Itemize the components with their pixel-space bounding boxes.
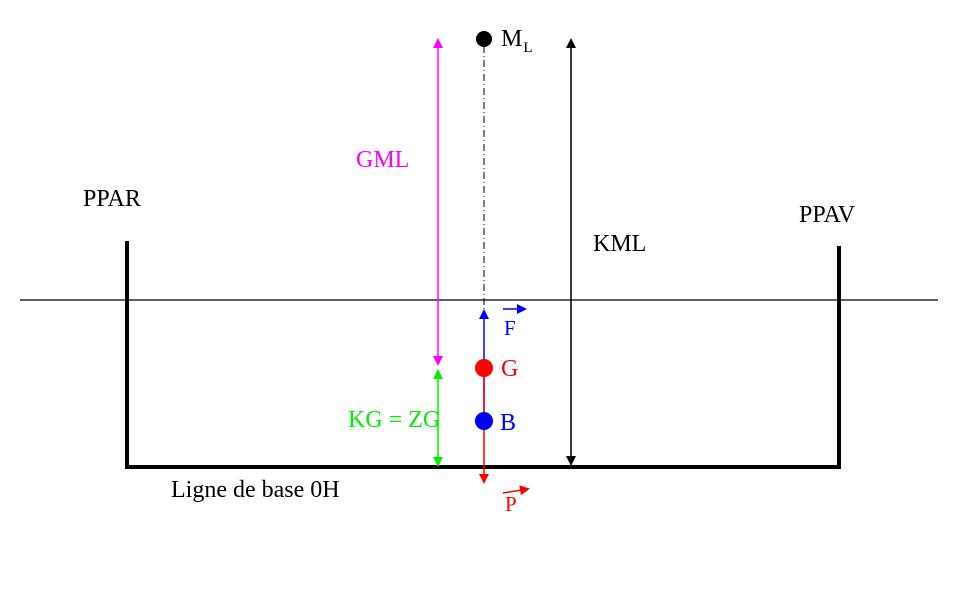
buoyancy-center-point <box>475 412 493 430</box>
gravity-center-point <box>475 359 493 377</box>
b-label: B <box>500 410 517 436</box>
kml-label: KML <box>593 231 647 257</box>
metacenter-label-sub: L <box>523 40 533 56</box>
ppar-label: PPAR <box>83 186 141 212</box>
hull-outline <box>125 241 841 469</box>
kg-label: KG = ZG <box>348 407 441 433</box>
metacenter-label: ML <box>501 26 533 56</box>
p-label: P <box>505 492 517 516</box>
ppav-label: PPAV <box>799 202 856 228</box>
metacenter-point <box>476 31 492 47</box>
f-label: F <box>504 316 516 340</box>
metacenter-label-main: M <box>501 26 523 52</box>
p-vector-arrow-icon <box>502 485 530 496</box>
baseline-label: Ligne de base 0H <box>171 477 340 503</box>
g-label: G <box>501 356 519 382</box>
gml-label: GML <box>356 147 410 173</box>
